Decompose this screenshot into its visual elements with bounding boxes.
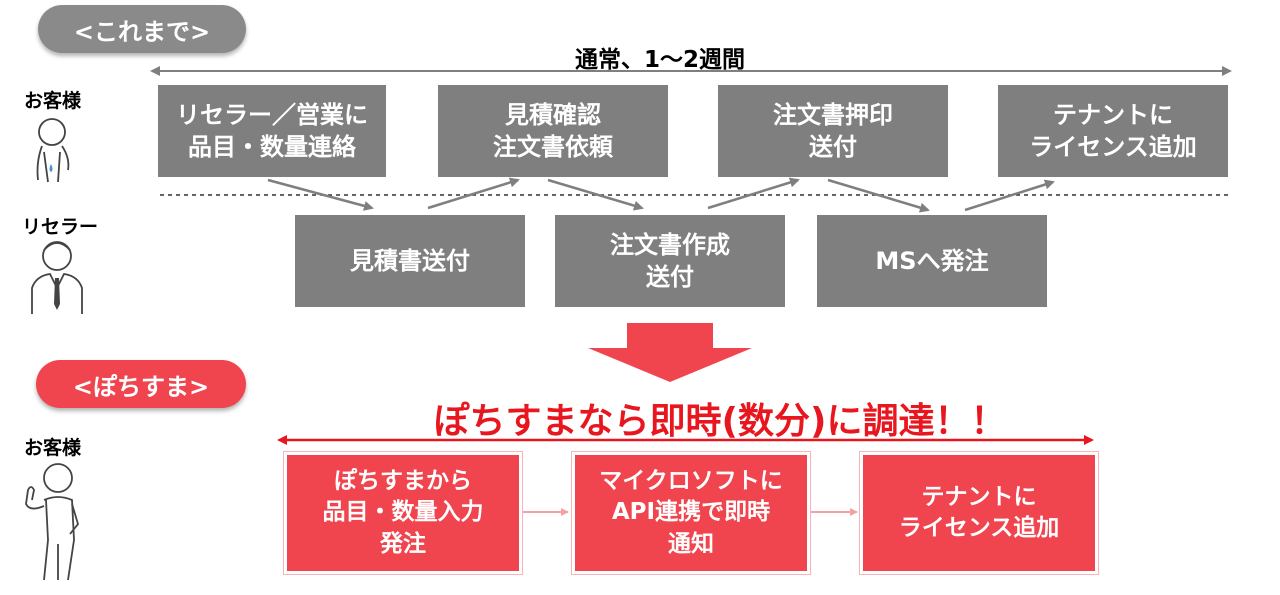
flow-arrow	[707, 177, 800, 210]
after-step-1: ぽちすまから 品目・数量入力 発注	[284, 452, 522, 574]
before-reseller-step-2: 注文書作成 送付	[555, 215, 785, 307]
before-reseller-step-1: 見積書送付	[295, 215, 525, 307]
flow-arrow	[827, 178, 930, 213]
after-step-2: マイクロソフトに API連携で即時 通知	[572, 452, 810, 574]
before-customer-step-2: 見積確認 注文書依頼	[438, 85, 668, 177]
transition-down-arrow	[588, 323, 752, 382]
after-step-3: テナントに ライセンス追加	[860, 452, 1098, 574]
after-tag: <ぽちすま>	[36, 360, 246, 408]
customer-thumbs-up-icon	[25, 463, 79, 581]
before-tag: <これまで>	[38, 5, 246, 53]
customer-role-label: お客様	[24, 90, 82, 112]
reseller-businessman-icon	[31, 241, 83, 314]
flow-arrow	[427, 177, 520, 210]
flow-arrow	[547, 178, 644, 211]
instant-headline: ぽちすまなら即時(数分)に調達！！	[433, 401, 1007, 442]
before-customer-step-4: テナントに ライセンス追加	[998, 85, 1228, 177]
after-customer-role-label: お客様	[24, 437, 82, 459]
before-customer-step-1: リセラー／営業に 品目・数量連絡	[158, 85, 386, 177]
duration-label: 通常、1～2週間	[574, 47, 745, 73]
reseller-role-label: リセラー	[22, 216, 99, 238]
flow-arrow	[267, 178, 374, 211]
customer-sad-icon	[36, 118, 70, 183]
before-customer-step-3: 注文書押印 送付	[718, 85, 948, 177]
before-reseller-step-3: MSへ発注	[817, 215, 1047, 307]
flow-arrow	[964, 179, 1055, 212]
